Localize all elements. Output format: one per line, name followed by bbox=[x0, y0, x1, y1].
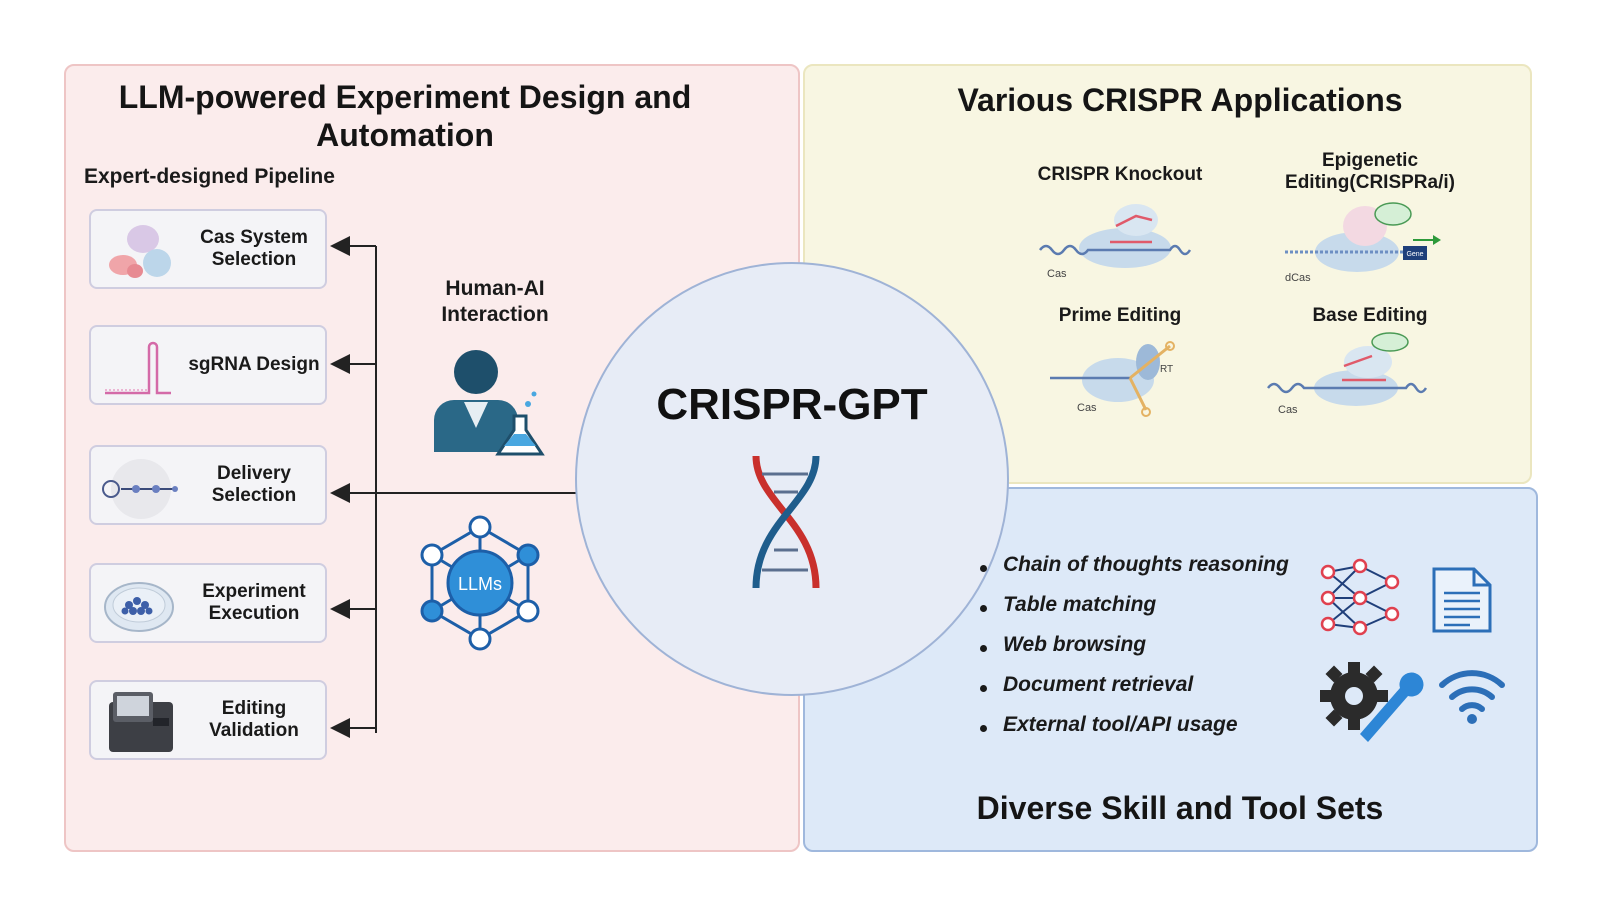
skill-item: External tool/API usage bbox=[1003, 713, 1238, 736]
step-label: Experiment Execution bbox=[202, 581, 306, 624]
gene-tag: Gene bbox=[1406, 251, 1423, 258]
step-sgrna-design: sgRNA Design bbox=[89, 325, 327, 405]
llm-network-icon: LLMs bbox=[420, 515, 540, 651]
step-experiment-execution: Experiment Execution bbox=[89, 563, 327, 643]
scientist-icon bbox=[434, 350, 545, 456]
sgrna-hairpin-icon bbox=[105, 341, 171, 395]
cas-label: Cas bbox=[1047, 268, 1067, 280]
sequencer-machine-icon bbox=[109, 692, 173, 752]
skills-title: Diverse Skill and Tool Sets bbox=[976, 790, 1384, 826]
bullet-dot bbox=[980, 605, 987, 612]
step-label: Delivery Selection bbox=[211, 463, 297, 506]
app-label-prime: Prime Editing bbox=[1058, 305, 1182, 326]
document-icon bbox=[1432, 567, 1492, 633]
protein-blob-icon bbox=[109, 225, 171, 278]
skill-item: Table matching bbox=[1003, 593, 1157, 616]
app-label-epigenetic: Epigenetic Editing(CRISPRa/i) bbox=[1285, 150, 1455, 193]
base-cas-label: Cas bbox=[1278, 404, 1298, 416]
petri-dish-icon bbox=[104, 582, 174, 632]
human-ai-interaction-label: Human-AI Interaction bbox=[441, 277, 549, 326]
bullet-dot bbox=[980, 645, 987, 652]
bullet-dot bbox=[980, 725, 987, 732]
wifi-icon bbox=[1439, 670, 1505, 724]
applications-title: Various CRISPR Applications bbox=[957, 82, 1403, 118]
prime-cas-label: Cas bbox=[1077, 402, 1097, 414]
skill-item: Web browsing bbox=[1003, 633, 1147, 656]
rt-tag: RT bbox=[1160, 364, 1173, 375]
skill-item: Chain of thoughts reasoning bbox=[1003, 553, 1289, 576]
center-circle bbox=[575, 262, 1009, 696]
gear-wrench-icon bbox=[1320, 662, 1424, 742]
step-delivery-selection: Delivery Selection bbox=[89, 445, 327, 525]
prime-editing-illustration: RT bbox=[1050, 341, 1175, 417]
app-label-base: Base Editing bbox=[1312, 305, 1428, 326]
dcas-label: dCas bbox=[1285, 272, 1311, 284]
step-label: Editing Validation bbox=[209, 698, 299, 741]
left-panel-title: LLM-powered Experiment Design and Automa… bbox=[118, 79, 692, 153]
delivery-virus-icon bbox=[102, 459, 178, 519]
step-editing-validation: Editing Validation bbox=[89, 680, 327, 760]
bullet-dot bbox=[980, 685, 987, 692]
neural-network-icon bbox=[1320, 558, 1400, 636]
skill-item: Document retrieval bbox=[1003, 673, 1194, 696]
epigenetic-illustration: Gene bbox=[1285, 202, 1441, 272]
app-label-knockout: CRISPR Knockout bbox=[1037, 164, 1203, 185]
step-label: sgRNA Design bbox=[188, 354, 320, 375]
step-label: Cas System Selection bbox=[200, 227, 308, 270]
dna-helix-icon bbox=[752, 455, 820, 589]
pipeline-label: Expert-designed Pipeline bbox=[84, 165, 335, 188]
crispr-gpt-title: CRISPR-GPT bbox=[656, 380, 928, 429]
base-editing-illustration bbox=[1267, 332, 1428, 406]
cas-knockout-illustration bbox=[1039, 204, 1192, 268]
llm-label: LLMs bbox=[458, 574, 502, 594]
step-cas-system-selection: Cas System Selection bbox=[89, 209, 327, 289]
bullet-dot bbox=[980, 565, 987, 572]
